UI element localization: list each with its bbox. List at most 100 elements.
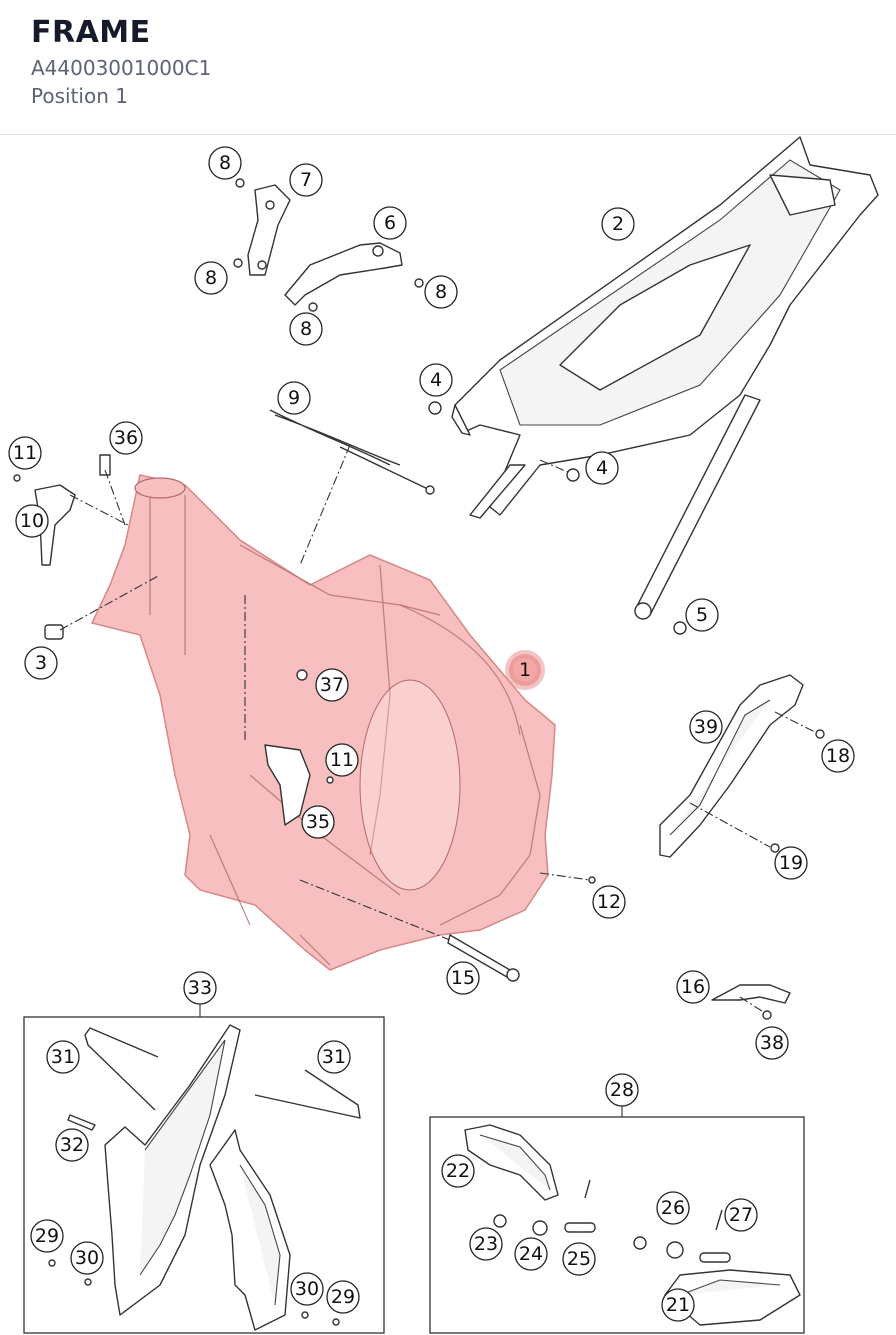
callout-8c[interactable]: 8 <box>424 275 458 309</box>
callout-29b[interactable]: 29 <box>326 1280 360 1314</box>
svg-text:11: 11 <box>13 442 37 464</box>
callout-29a[interactable]: 29 <box>30 1219 64 1253</box>
part-frame-protector-left[interactable] <box>104 1024 241 1316</box>
part-screw-29a[interactable] <box>48 1259 56 1267</box>
part-frame[interactable] <box>90 474 556 971</box>
part-pin-27[interactable] <box>699 1209 731 1263</box>
part-wires-31[interactable] <box>84 1027 361 1119</box>
callout-12[interactable]: 12 <box>592 885 626 919</box>
part-bracket-6[interactable] <box>284 242 403 306</box>
part-bracket-7[interactable] <box>247 184 291 276</box>
part-clip-32[interactable] <box>67 1114 96 1131</box>
callout-35[interactable]: 35 <box>301 805 335 839</box>
callout-16[interactable]: 16 <box>676 970 710 1004</box>
group-footrest-box <box>429 1116 805 1334</box>
part-bolt-15[interactable] <box>447 934 520 982</box>
exploded-parts-diagram: 1 2 3 4 4 5 6 7 8 8 8 8 9 10 11 11 12 15… <box>8 136 879 1334</box>
part-bolt-18[interactable] <box>815 729 825 739</box>
part-rubber-3[interactable] <box>44 624 64 640</box>
part-cable-9[interactable] <box>269 409 435 495</box>
svg-text:4: 4 <box>430 369 442 391</box>
callout-8d[interactable]: 8 <box>289 312 323 346</box>
part-subframe[interactable] <box>451 136 879 620</box>
callout-10[interactable]: 10 <box>15 504 49 538</box>
part-washer-30a[interactable] <box>84 1278 92 1286</box>
svg-text:8: 8 <box>219 152 231 174</box>
callout-3[interactable]: 3 <box>24 646 58 680</box>
part-spring-24[interactable] <box>532 1220 548 1236</box>
svg-text:36: 36 <box>114 427 138 449</box>
part-bolt-38[interactable] <box>762 1010 772 1020</box>
callout-8b[interactable]: 8 <box>194 261 228 295</box>
part-guide-16[interactable] <box>711 984 791 1004</box>
svg-text:5: 5 <box>696 604 708 626</box>
svg-text:22: 22 <box>446 1160 470 1182</box>
svg-text:39: 39 <box>694 716 718 738</box>
callout-39[interactable]: 39 <box>689 710 723 744</box>
callout-37[interactable]: 37 <box>315 668 349 702</box>
callout-11a[interactable]: 11 <box>8 436 42 470</box>
callout-15[interactable]: 15 <box>446 961 480 995</box>
callout-28[interactable]: 28 <box>605 1073 639 1107</box>
callout-23[interactable]: 23 <box>469 1227 503 1261</box>
callout-31a[interactable]: 31 <box>46 1040 80 1074</box>
callout-8a[interactable]: 8 <box>208 146 242 180</box>
part-washer-30b[interactable] <box>301 1311 309 1319</box>
svg-text:12: 12 <box>597 891 621 913</box>
svg-text:32: 32 <box>60 1134 84 1156</box>
part-pin-25[interactable] <box>564 1222 596 1233</box>
callout-18[interactable]: 18 <box>821 739 855 773</box>
svg-text:4: 4 <box>596 457 608 479</box>
callout-38[interactable]: 38 <box>755 1026 789 1060</box>
part-washer-23[interactable] <box>493 1214 507 1228</box>
callout-2[interactable]: 2 <box>601 207 635 241</box>
part-screw-12[interactable] <box>588 876 596 884</box>
svg-text:24: 24 <box>519 1243 543 1265</box>
part-cotter-pin[interactable] <box>584 1179 591 1199</box>
part-spring-26[interactable] <box>633 1236 684 1259</box>
part-screw-11b[interactable] <box>326 776 334 784</box>
part-bolt-4a[interactable] <box>428 401 442 415</box>
part-bolt-5[interactable] <box>673 621 687 635</box>
part-frame-protector-right[interactable] <box>209 1129 291 1331</box>
svg-text:38: 38 <box>760 1032 784 1054</box>
part-bolt-4b[interactable] <box>566 468 580 482</box>
part-bolts-8[interactable] <box>233 178 424 312</box>
callout-9[interactable]: 9 <box>277 381 311 415</box>
callout-1[interactable]: 1 <box>505 650 545 690</box>
callout-6[interactable]: 6 <box>373 206 407 240</box>
callout-30a[interactable]: 30 <box>70 1241 104 1275</box>
callout-5[interactable]: 5 <box>685 598 719 632</box>
callout-24[interactable]: 24 <box>514 1237 548 1271</box>
svg-text:33: 33 <box>188 977 212 999</box>
part-guard-35[interactable] <box>264 744 311 826</box>
callout-31b[interactable]: 31 <box>317 1040 351 1074</box>
part-screw-11a[interactable] <box>13 474 21 482</box>
svg-text:25: 25 <box>567 1248 591 1270</box>
part-chain-slider-39[interactable] <box>659 674 804 858</box>
diagram-title: FRAME <box>31 15 151 50</box>
part-clip-36[interactable] <box>99 454 111 476</box>
callout-25[interactable]: 25 <box>562 1242 596 1276</box>
callout-32[interactable]: 32 <box>55 1128 89 1162</box>
svg-text:10: 10 <box>20 510 44 532</box>
callout-4b[interactable]: 4 <box>585 451 619 485</box>
callout-22[interactable]: 22 <box>441 1154 475 1188</box>
svg-text:19: 19 <box>779 852 803 874</box>
callout-7[interactable]: 7 <box>289 163 323 197</box>
part-screw-29b[interactable] <box>332 1318 340 1326</box>
callout-4a[interactable]: 4 <box>419 363 453 397</box>
callout-26[interactable]: 26 <box>656 1191 690 1225</box>
part-nut-37[interactable] <box>296 669 308 681</box>
callout-19[interactable]: 19 <box>774 846 808 880</box>
callout-21[interactable]: 21 <box>661 1288 695 1322</box>
callout-27[interactable]: 27 <box>724 1198 758 1232</box>
svg-text:30: 30 <box>75 1247 99 1269</box>
callout-11b[interactable]: 11 <box>325 743 359 777</box>
part-footrest-22[interactable] <box>464 1124 559 1201</box>
callout-33[interactable]: 33 <box>183 971 217 1005</box>
part-footrest-21[interactable] <box>664 1269 801 1326</box>
part-bolt-19[interactable] <box>770 843 780 853</box>
callout-30b[interactable]: 30 <box>290 1272 324 1306</box>
callout-36[interactable]: 36 <box>109 421 143 455</box>
